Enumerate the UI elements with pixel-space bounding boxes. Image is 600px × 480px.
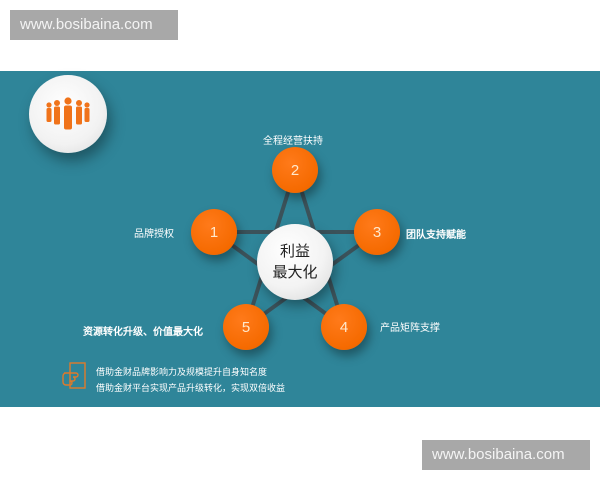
note-line-1: 借助金财品牌影响力及规模提升自身知名度 bbox=[96, 368, 268, 378]
node-1-label: 品牌授权 bbox=[134, 229, 174, 240]
note-line-2: 借助金财平台实现产品升级转化，实现双倍收益 bbox=[96, 384, 286, 394]
node-1: 1 bbox=[191, 209, 237, 255]
team-people-icon bbox=[46, 97, 90, 130]
center-line-1: 利益 bbox=[279, 242, 310, 260]
node-2: 2 bbox=[272, 147, 318, 193]
hand-document-icon bbox=[62, 362, 86, 389]
center-line-2: 最大化 bbox=[272, 263, 318, 281]
node-3-label: 团队支持赋能 bbox=[406, 230, 466, 241]
node-5-label: 资源转化升级、价值最大化 bbox=[83, 327, 203, 338]
node-4-label: 产品矩阵支撑 bbox=[380, 323, 440, 334]
center-profit-maximization: 利益 最大化 bbox=[257, 224, 333, 300]
node-2-label: 全程经营扶持 bbox=[263, 136, 323, 147]
team-badge bbox=[29, 75, 107, 153]
node-5: 5 bbox=[223, 304, 269, 350]
node-4: 4 bbox=[321, 304, 367, 350]
node-3: 3 bbox=[354, 209, 400, 255]
watermark-bottom: www.bosibaina.com bbox=[422, 440, 590, 470]
watermark-top: www.bosibaina.com bbox=[10, 10, 178, 40]
